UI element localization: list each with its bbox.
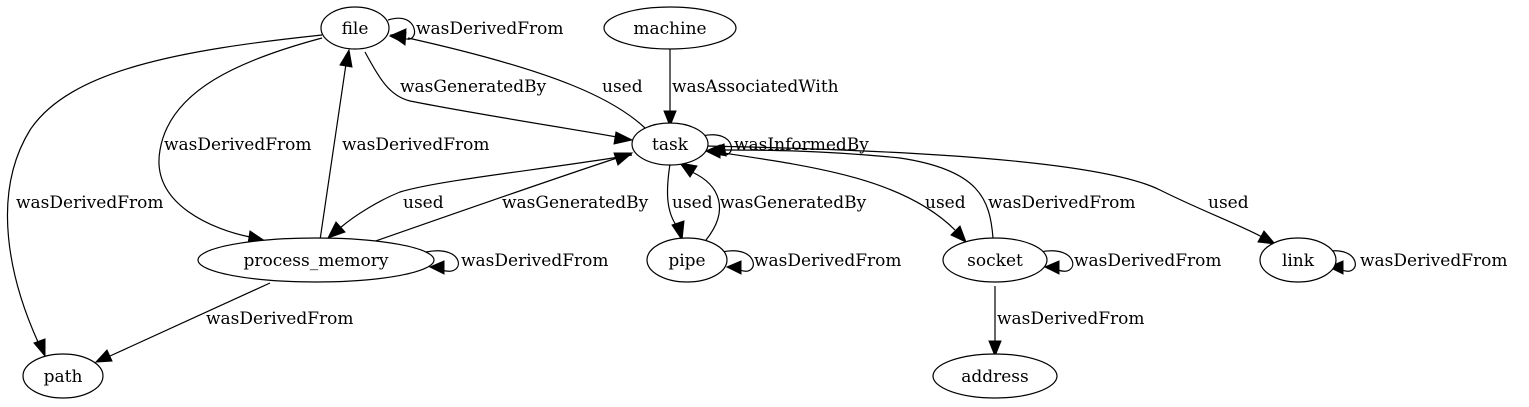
node-label: path [44, 367, 83, 387]
edge-task-pipe-used: used [666, 163, 713, 242]
node-machine[interactable]: machine [603, 6, 737, 50]
edge-file-processmemory-wasDerivedFrom: wasDerivedFrom [158, 37, 323, 245]
edge-label: used [1208, 193, 1249, 213]
edge-label: wasGeneratedBy [400, 77, 547, 97]
node-task[interactable]: task [631, 122, 709, 166]
edge-label: wasDerivedFrom [16, 193, 164, 213]
edge-label: used [602, 77, 643, 97]
edge-task-link-used: used [705, 145, 1277, 245]
edge-label: wasAssociatedWith [672, 77, 839, 97]
edge-processmemory-self-wasDerivedFrom: wasDerivedFrom [425, 250, 609, 275]
edge-processmemory-path-wasDerivedFrom: wasDerivedFrom [94, 282, 354, 363]
node-pipe[interactable]: pipe [646, 237, 728, 283]
edge-label: used [403, 193, 444, 213]
node-address[interactable]: address [932, 353, 1058, 399]
edge-processmemory-file-wasDerivedFrom: wasDerivedFrom [319, 48, 490, 241]
edge-pipe-task-wasGeneratedBy: wasGeneratedBy [678, 162, 867, 241]
edge-file-path-wasDerivedFrom: wasDerivedFrom [6, 34, 323, 358]
edge-label: wasDerivedFrom [206, 309, 354, 329]
edge-socket-address-wasDerivedFrom: wasDerivedFrom [988, 286, 1145, 358]
edge-label: wasGeneratedBy [502, 193, 649, 213]
node-path[interactable]: path [22, 353, 104, 399]
edge-label: wasDerivedFrom [997, 309, 1145, 329]
node-label: file [342, 19, 369, 39]
edge-label: wasDerivedFrom [988, 193, 1136, 213]
node-label: address [961, 367, 1029, 387]
node-label: socket [967, 251, 1023, 271]
edge-link-self-wasDerivedFrom: wasDerivedFrom [1323, 250, 1508, 275]
edge-pipe-self-wasDerivedFrom: wasDerivedFrom [721, 250, 902, 275]
edge-label: wasDerivedFrom [1360, 251, 1508, 271]
edge-label: wasDerivedFrom [1074, 251, 1222, 271]
edge-socket-task-wasDerivedFrom: wasDerivedFrom [708, 143, 1136, 239]
edge-socket-self-wasDerivedFrom: wasDerivedFrom [1039, 250, 1222, 275]
node-process-memory[interactable]: process_memory [197, 237, 435, 283]
node-link[interactable]: link [1259, 237, 1337, 283]
node-label: task [652, 135, 689, 155]
edge-task-processmemory-used: used [326, 154, 633, 239]
node-label: pipe [668, 251, 705, 271]
edge-label: wasInformedBy [734, 135, 869, 155]
node-label: process_memory [243, 251, 388, 271]
edge-label: wasDerivedFrom [164, 135, 312, 155]
node-socket[interactable]: socket [942, 237, 1048, 283]
node-label: link [1282, 251, 1315, 271]
edge-task-socket-used: used [703, 149, 967, 243]
edge-machine-task-wasAssociatedWith: wasAssociatedWith [663, 48, 839, 128]
edge-label: wasGeneratedBy [720, 193, 867, 213]
edge-label: wasDerivedFrom [342, 135, 490, 155]
edge-processmemory-task-wasGeneratedBy: wasGeneratedBy [369, 152, 649, 244]
edge-label: wasDerivedFrom [461, 251, 609, 271]
node-file[interactable]: file [320, 6, 390, 50]
edge-label: wasDerivedFrom [754, 251, 902, 271]
edge-file-task-wasGeneratedBy: wasGeneratedBy [364, 51, 634, 145]
edge-task-file-used: used [389, 31, 646, 129]
edge-label: used [672, 193, 713, 213]
edge-label: used [925, 193, 966, 213]
node-label: machine [633, 19, 706, 39]
edge-label: wasDerivedFrom [416, 19, 564, 39]
